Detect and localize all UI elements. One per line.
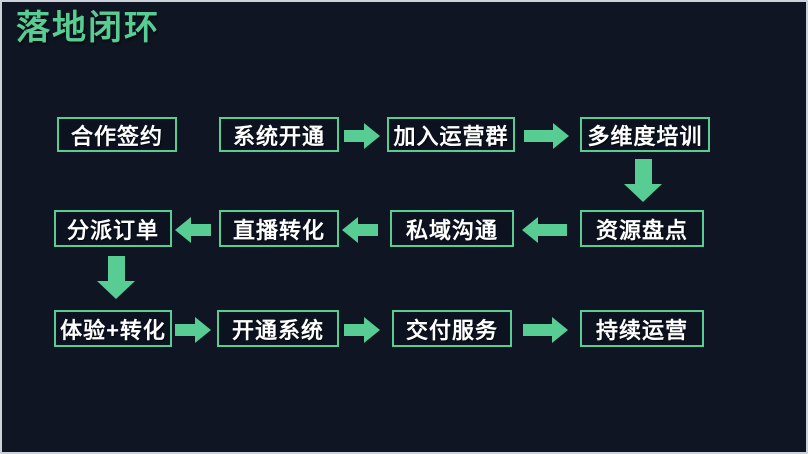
arrow-head bbox=[97, 281, 135, 299]
node-livestream-conversion: 直播转化 bbox=[219, 210, 339, 247]
arrow-head bbox=[342, 217, 358, 243]
node-continuous-operation: 持续运营 bbox=[580, 310, 704, 347]
node-label: 加入运营群 bbox=[393, 123, 509, 149]
arrow-left-icon bbox=[342, 217, 378, 243]
node-multi-dimensional-training: 多维度培训 bbox=[580, 117, 710, 152]
node-label: 开通系统 bbox=[231, 317, 324, 343]
node-label: 持续运营 bbox=[595, 317, 688, 343]
arrow-shaft bbox=[344, 130, 364, 142]
node-label: 分派订单 bbox=[66, 217, 159, 243]
arrow-right-icon bbox=[344, 123, 380, 149]
node-cooperation-signing: 合作签约 bbox=[57, 117, 177, 152]
arrow-head bbox=[364, 317, 380, 343]
arrow-down-icon bbox=[624, 159, 662, 202]
arrow-right-icon bbox=[523, 317, 568, 343]
node-label: 合作签约 bbox=[70, 123, 163, 149]
node-assign-orders: 分派订单 bbox=[54, 210, 172, 247]
node-system-activation: 系统开通 bbox=[219, 117, 339, 152]
arrow-right-icon bbox=[524, 123, 569, 149]
arrow-shaft bbox=[107, 256, 125, 281]
node-label: 直播转化 bbox=[232, 217, 325, 243]
node-experience-conversion: 体验+转化 bbox=[54, 310, 172, 347]
arrow-right-icon bbox=[175, 317, 211, 343]
arrow-shaft bbox=[634, 159, 652, 184]
arrow-right-icon bbox=[344, 317, 380, 343]
node-delivery-service: 交付服务 bbox=[392, 310, 512, 347]
arrow-shaft bbox=[191, 224, 211, 236]
node-join-operations-group: 加入运营群 bbox=[387, 117, 515, 152]
arrow-shaft bbox=[344, 324, 364, 336]
node-private-domain-communication: 私域沟通 bbox=[390, 210, 514, 247]
arrow-head bbox=[522, 217, 538, 243]
page-title: 落地闭环 bbox=[16, 9, 160, 47]
arrow-shaft bbox=[538, 224, 567, 236]
arrow-head bbox=[552, 317, 568, 343]
arrow-shaft bbox=[358, 224, 378, 236]
node-label: 资源盘点 bbox=[595, 217, 688, 243]
arrow-shaft bbox=[175, 324, 195, 336]
node-open-system: 开通系统 bbox=[217, 310, 339, 347]
arrow-down-icon bbox=[97, 256, 135, 299]
node-label: 私域沟通 bbox=[405, 217, 498, 243]
arrow-head bbox=[175, 217, 191, 243]
arrow-head bbox=[364, 123, 380, 149]
arrow-shaft bbox=[524, 130, 553, 142]
node-resource-inventory: 资源盘点 bbox=[580, 210, 704, 247]
node-label: 多维度培训 bbox=[587, 123, 703, 149]
arrow-left-icon bbox=[175, 217, 211, 243]
node-label: 交付服务 bbox=[405, 317, 498, 343]
arrow-shaft bbox=[523, 324, 552, 336]
arrow-left-icon bbox=[522, 217, 567, 243]
node-label: 系统开通 bbox=[232, 123, 325, 149]
arrow-head bbox=[195, 317, 211, 343]
arrow-head bbox=[553, 123, 569, 149]
arrow-head bbox=[624, 184, 662, 202]
node-label: 体验+转化 bbox=[60, 317, 166, 343]
